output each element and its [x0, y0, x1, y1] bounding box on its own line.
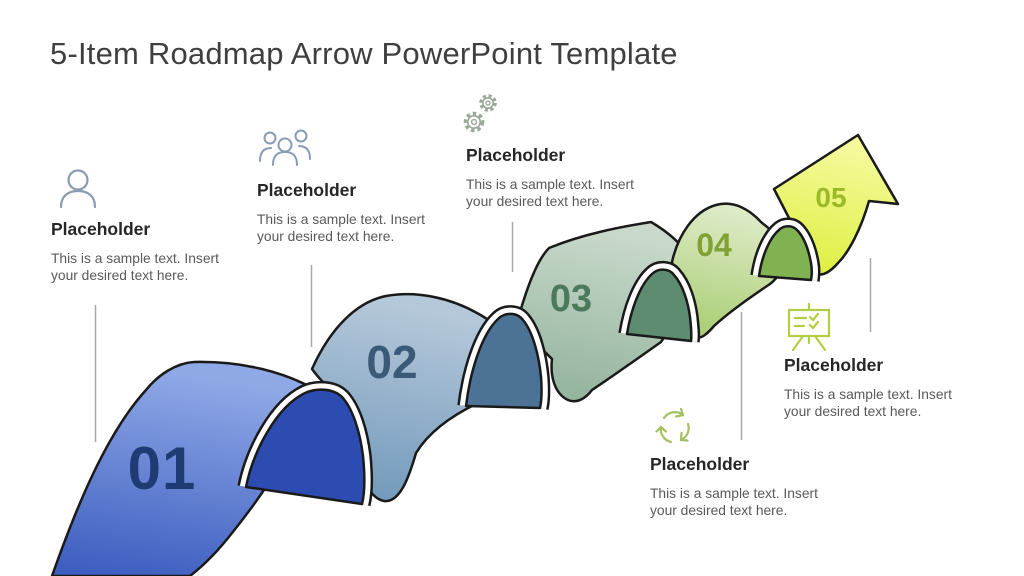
item-2-body-line2: your desired text here.: [257, 228, 395, 244]
item-1-heading: Placeholder: [51, 219, 151, 239]
gears-icon: [463, 94, 497, 133]
item-1-body-line2: your desired text here.: [51, 267, 189, 283]
item-4-body: This is a sample text. Insert your desir…: [650, 486, 818, 519]
step-number-02: 02: [366, 336, 417, 388]
item-1-body: This is a sample text. Insert your desir…: [51, 251, 219, 284]
item-4-body-line2: your desired text here.: [650, 502, 788, 518]
ribbon-segment-01: [50, 360, 320, 576]
step-number-05: 05: [815, 182, 846, 213]
item-4-body-line1: This is a sample text. Insert: [650, 486, 818, 501]
step-number-01: 01: [128, 435, 197, 502]
item-2-body: This is a sample text. Insert your desir…: [257, 212, 425, 245]
item-4-heading: Placeholder: [650, 454, 750, 474]
item-5-body-line2: your desired text here.: [784, 403, 922, 419]
item-5-heading: Placeholder: [784, 355, 884, 375]
ribbon-fold-03: [625, 268, 693, 343]
ribbon-fold-04: [757, 225, 813, 282]
item-3-body-line1: This is a sample text. Insert: [466, 177, 634, 192]
presentation-board-icon: [787, 302, 831, 352]
step-number-04: 04: [696, 227, 732, 263]
item-3-heading: Placeholder: [466, 145, 566, 165]
item-2-heading: Placeholder: [257, 180, 357, 200]
ribbon-fold-02: [464, 312, 543, 410]
item-3-body: This is a sample text. Insert your desir…: [466, 177, 634, 210]
item-1-body-line1: This is a sample text. Insert: [51, 251, 219, 266]
slide-title: 5-Item Roadmap Arrow PowerPoint Template: [50, 36, 678, 71]
item-2-body-line1: This is a sample text. Insert: [257, 212, 425, 227]
step-number-03: 03: [550, 278, 592, 320]
cycle-arrows-icon: [655, 407, 690, 444]
item-5-body: This is a sample text. Insert your desir…: [784, 387, 952, 420]
item-3-body-line2: your desired text here.: [466, 193, 604, 209]
ribbon-fold-01: [244, 388, 366, 506]
item-5-body-line1: This is a sample text. Insert: [784, 387, 952, 402]
people-group-icon: [259, 129, 311, 166]
person-icon: [59, 169, 97, 209]
